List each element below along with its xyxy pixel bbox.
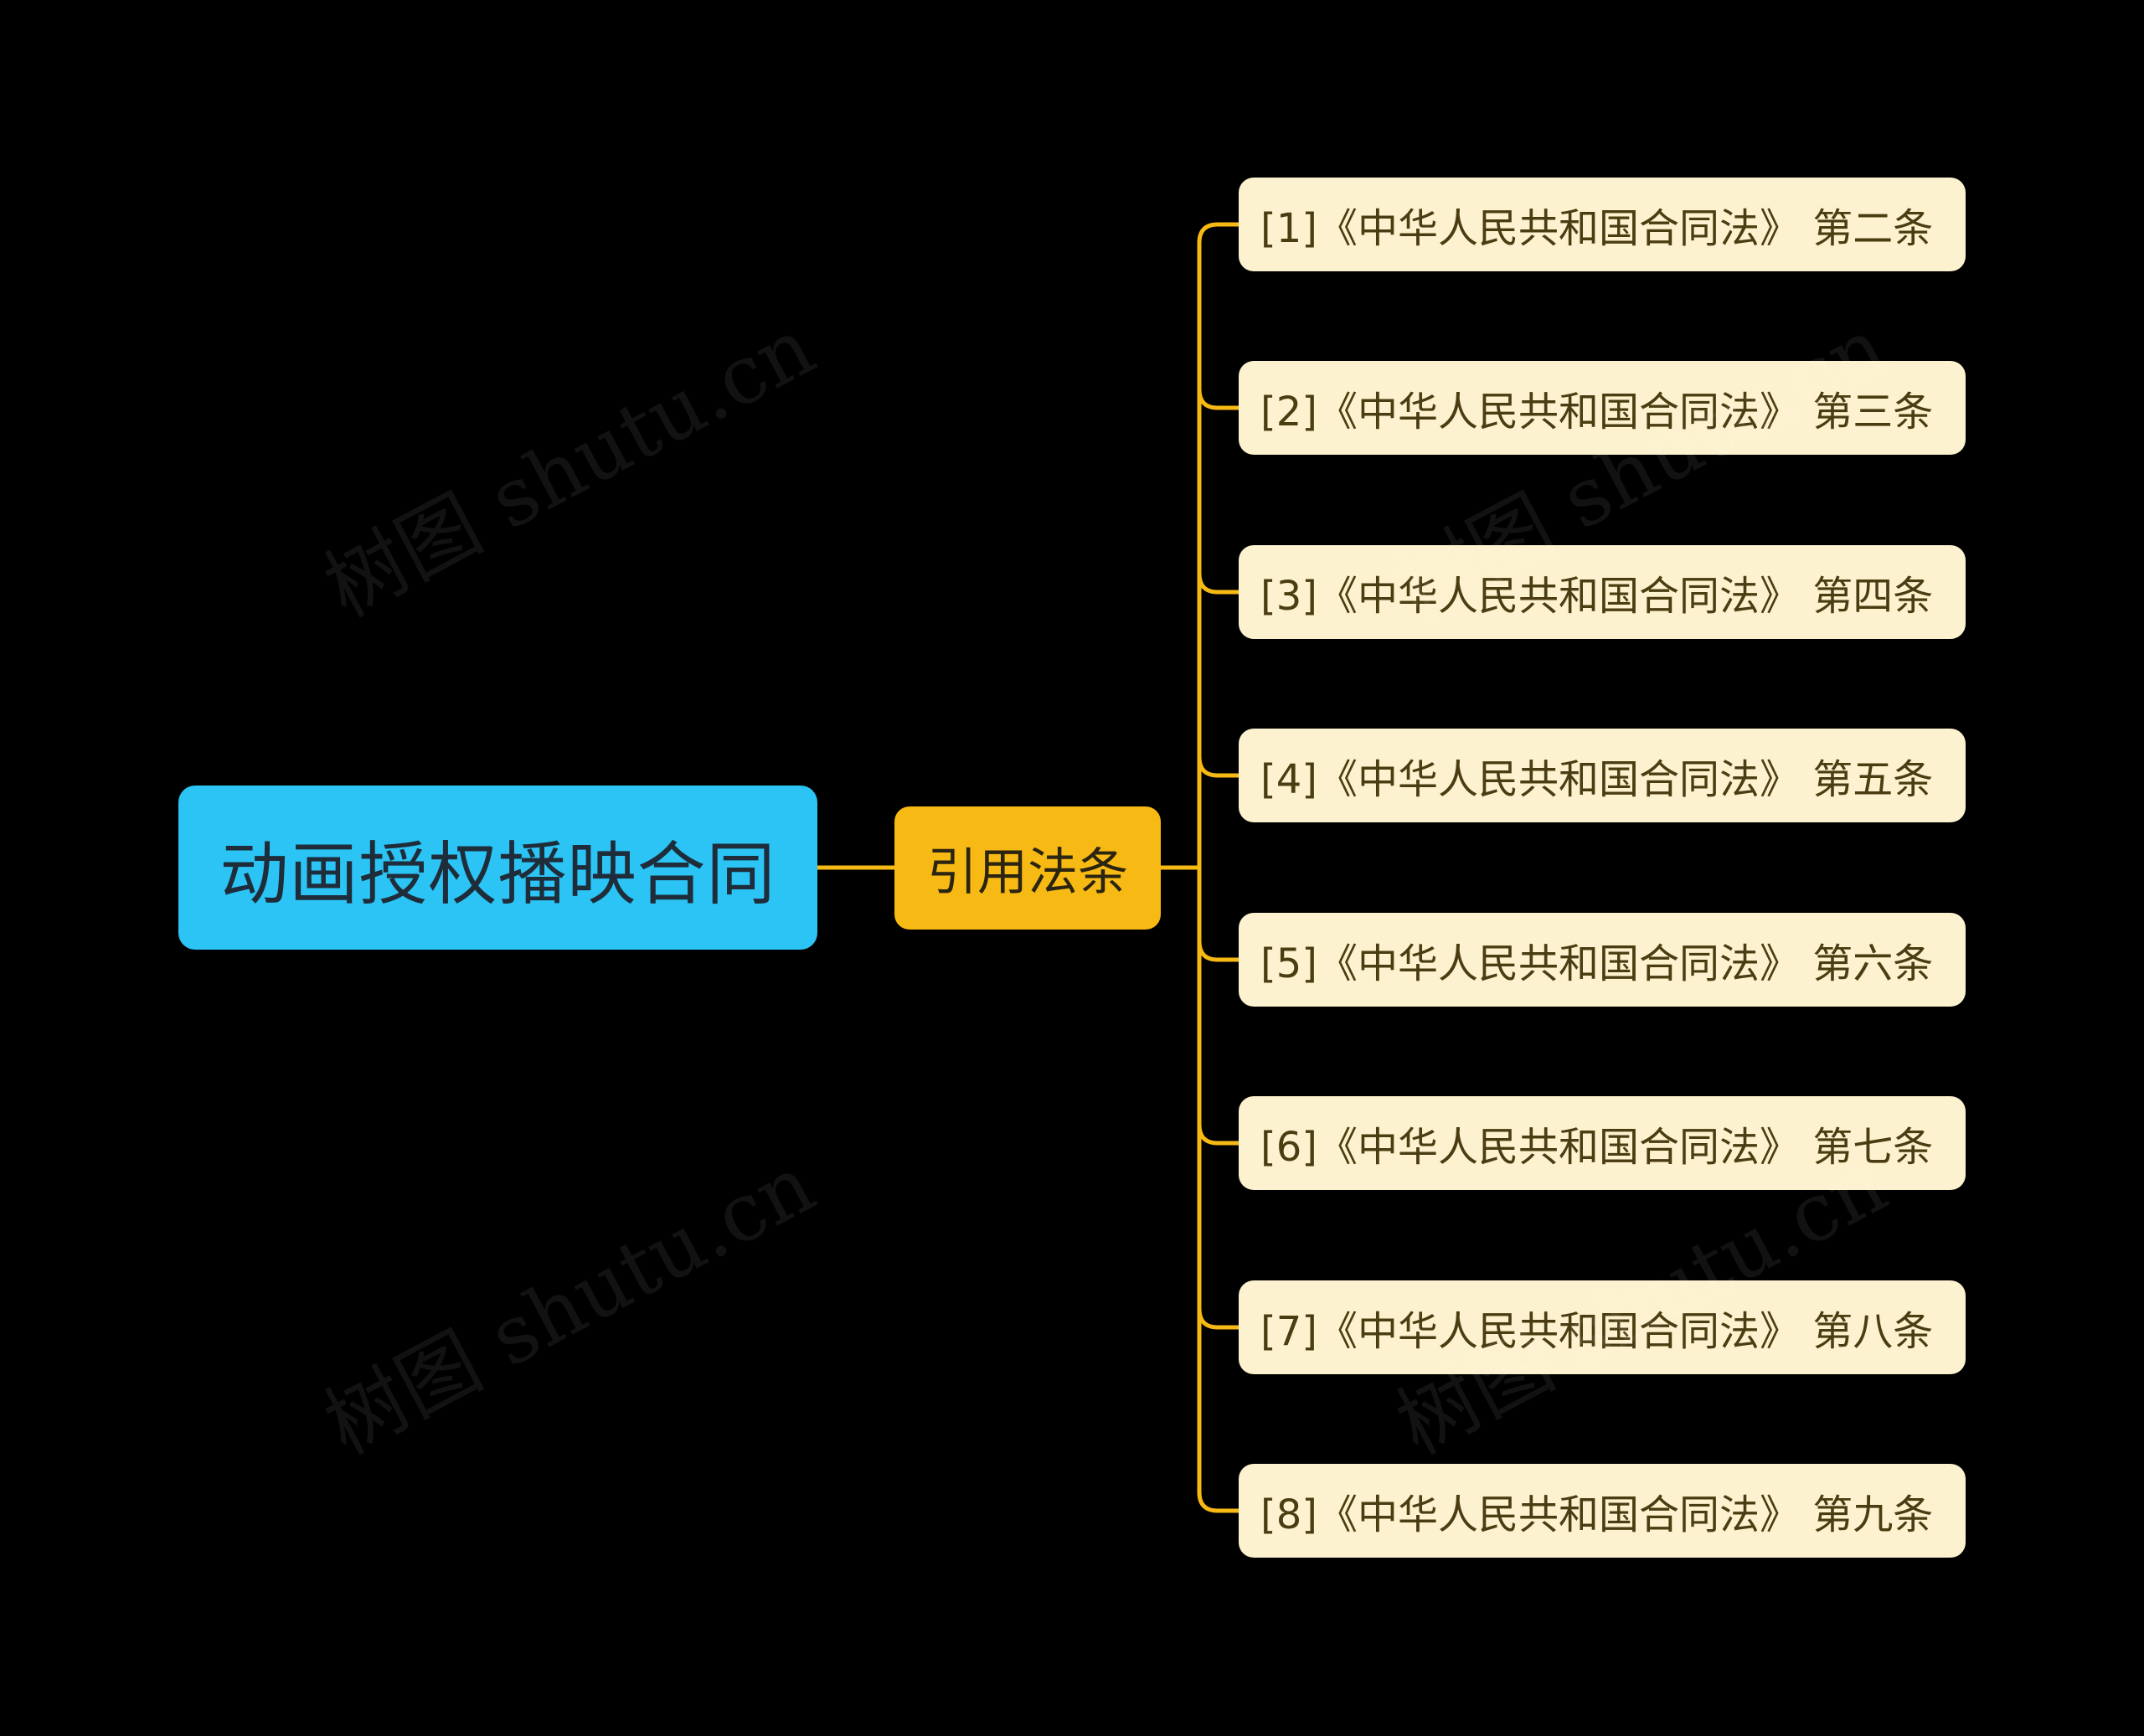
- leaf-topic-node[interactable]: [7]《中华人民共和国合同法》 第八条: [1239, 1280, 1966, 1374]
- root-topic-node[interactable]: 动画授权播映合同: [178, 786, 817, 950]
- leaf-topic-node[interactable]: [6]《中华人民共和国合同法》 第七条: [1239, 1096, 1966, 1190]
- branch-topic-node[interactable]: 引用法条: [894, 806, 1161, 930]
- leaf-connector: [1197, 1490, 1241, 1513]
- leaf-topic-label: [3]《中华人民共和国合同法》 第四条: [1260, 573, 1934, 620]
- leaf-topic-node[interactable]: [1]《中华人民共和国合同法》 第二条: [1239, 178, 1966, 271]
- leaf-topic-label: [6]《中华人民共和国合同法》 第七条: [1260, 1124, 1934, 1171]
- leaf-topic-label: [1]《中华人民共和国合同法》 第二条: [1260, 205, 1934, 252]
- branch-topic-label: 引用法条: [927, 843, 1128, 902]
- leaf-topic-node[interactable]: [5]《中华人民共和国合同法》 第六条: [1239, 913, 1966, 1007]
- leaf-connector: [1197, 571, 1241, 595]
- leaf-topic-label: [8]《中华人民共和国合同法》 第九条: [1260, 1491, 1934, 1538]
- leaf-connector: [1197, 1306, 1241, 1330]
- leaf-topic-node[interactable]: [3]《中华人民共和国合同法》 第四条: [1239, 545, 1966, 639]
- leaf-topic-label: [4]《中华人民共和国合同法》 第五条: [1260, 756, 1934, 803]
- leaf-topic-label: [7]《中华人民共和国合同法》 第八条: [1260, 1308, 1934, 1355]
- leaf-topic-node[interactable]: [4]《中华人民共和国合同法》 第五条: [1239, 729, 1966, 822]
- leaf-connector: [1197, 755, 1241, 778]
- leaf-connector: [1197, 387, 1241, 410]
- leaf-connector: [1197, 1122, 1241, 1146]
- leaf-topic-label: [5]《中华人民共和国合同法》 第六条: [1260, 940, 1934, 987]
- leaf-connector: [1197, 222, 1241, 245]
- leaf-connector: [1197, 939, 1241, 962]
- root-topic-label: 动画授权播映合同: [219, 834, 776, 914]
- leaf-topic-node[interactable]: [2]《中华人民共和国合同法》 第三条: [1239, 361, 1966, 455]
- leaf-topic-label: [2]《中华人民共和国合同法》 第三条: [1260, 389, 1934, 435]
- leaf-topic-node[interactable]: [8]《中华人民共和国合同法》 第九条: [1239, 1464, 1966, 1558]
